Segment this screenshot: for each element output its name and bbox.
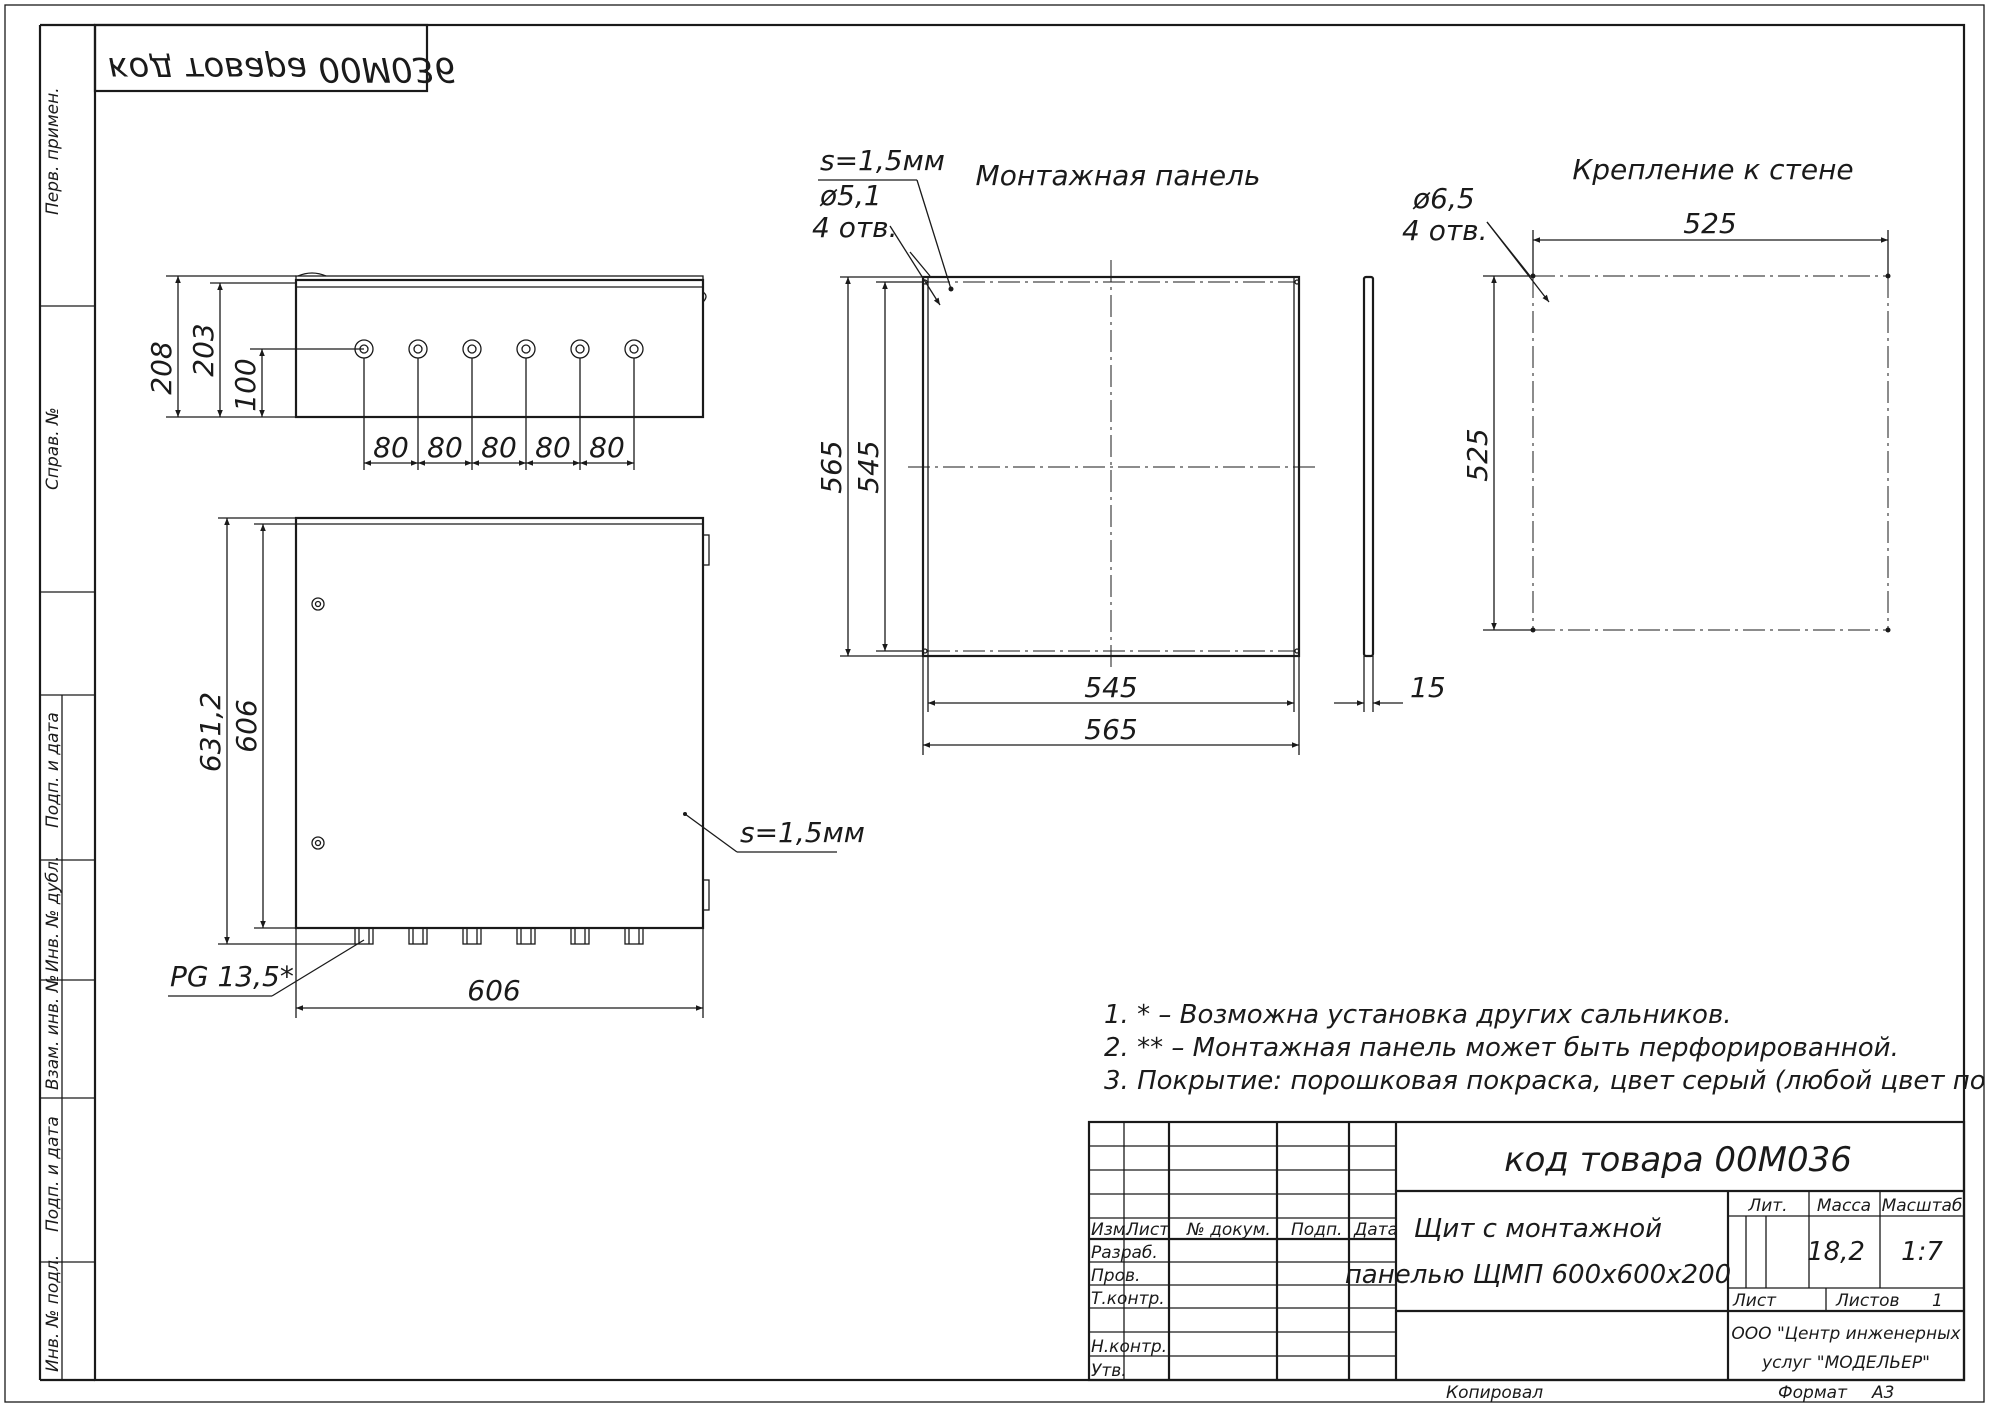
side-label-sign-date-1: Подп. и дата: [43, 712, 63, 828]
tb-name-line-1: Щит с монтажной: [1414, 1214, 1662, 1244]
tb-product-code: код товара 00М036: [1504, 1140, 1852, 1180]
side-label-first-use: Перв. примен.: [43, 87, 63, 215]
note-1: 1. * – Возможна установка других сальник…: [1104, 1000, 1732, 1030]
dim-panel-outer-width: 565: [1084, 713, 1137, 746]
side-label-sign-date-2: Подп. и дата: [43, 1116, 63, 1232]
side-view-glands: [354, 339, 644, 359]
tb-scale-label: Масштаб: [1882, 1196, 1963, 1216]
tb-role-developed: Разраб.: [1091, 1243, 1158, 1263]
dim-side-gland-height: 100: [229, 358, 262, 411]
dim-gland-spacing-5: 80: [589, 431, 625, 464]
title-block: Изм. Лист № докум. Подп. Дата Разраб. Пр…: [1087, 1120, 1966, 1382]
dim-panel-inner-height: 545: [852, 440, 885, 493]
tb-role-norm-control: Н.контр.: [1091, 1337, 1167, 1357]
dim-front-total-height: 631,2: [194, 692, 227, 772]
tb-scale-value: 1:7: [1901, 1237, 1943, 1267]
tb-role-approved: Утв.: [1091, 1361, 1127, 1381]
mounting-panel-view: Монтажная панель 15 565 545 5: [812, 144, 1446, 755]
format-value: А3: [1871, 1383, 1894, 1403]
copied-label: Копировал: [1446, 1383, 1543, 1403]
dim-side-body-height: 203: [187, 323, 220, 376]
dim-gland-spacing-1: 80: [373, 431, 409, 464]
dim-front-door-height: 606: [230, 699, 263, 752]
note-3: 3. Покрытие: порошковая покраска, цвет с…: [1104, 1066, 1989, 1096]
tb-name-line-2: панелью ЩМП 600х600х200: [1345, 1260, 1731, 1290]
side-strip-labels: Перв. примен. Справ. № Подп. и дата Инв.…: [43, 87, 63, 1372]
tb-company-line-2: услуг "МОДЕЛЬЕР": [1761, 1353, 1930, 1373]
sheet-frame: [4, 4, 1985, 1403]
mirrored-code-box: код товара 00М036: [93, 23, 456, 93]
wall-hole-diameter-label: ø6,5: [1412, 182, 1475, 215]
tb-header-date: Дата: [1353, 1220, 1398, 1240]
panel-thickness-label: s=1,5мм: [820, 144, 945, 177]
tb-mass-label: Масса: [1817, 1196, 1871, 1216]
tb-sheet-label: Лист: [1732, 1291, 1777, 1311]
mirrored-product-code: код товара 00М036: [108, 49, 456, 89]
tb-header-change: Изм.: [1091, 1220, 1131, 1240]
tb-header-signature: Подп.: [1291, 1220, 1342, 1240]
dim-gland-spacing-3: 80: [481, 431, 517, 464]
tb-sheets-value: 1: [1932, 1291, 1943, 1311]
dim-front-width: 606: [467, 974, 520, 1007]
dim-wall-height: 525: [1461, 428, 1494, 481]
front-view: 631,2 606 606 s=1,5мм PG 13,5*: [168, 516, 865, 1018]
wall-mount-title: Крепление к стене: [1572, 153, 1853, 186]
tb-role-tech-control: Т.контр.: [1091, 1289, 1165, 1309]
front-thickness-label: s=1,5мм: [740, 816, 865, 849]
side-view: 208 203 100 80 80 80 80 80: [145, 272, 707, 470]
gland-type-label: PG 13,5*: [170, 960, 294, 993]
mounting-panel-title: Монтажная панель: [976, 159, 1261, 192]
format-label: Формат: [1778, 1383, 1848, 1403]
dim-panel-outer-height: 565: [815, 440, 848, 493]
tb-header-sheet: Лист: [1125, 1220, 1170, 1240]
panel-hole-diameter-label: ø5,1: [819, 179, 882, 212]
tb-lit-label: Лит.: [1747, 1196, 1787, 1216]
tb-sheets-label: Листов: [1835, 1291, 1900, 1311]
front-view-glands: [354, 927, 644, 945]
dim-gland-spacing-4: 80: [535, 431, 571, 464]
dim-panel-side-thickness: 15: [1410, 671, 1446, 704]
tb-header-doc-no: № докум.: [1186, 1220, 1271, 1240]
wall-hole-count-label: 4 отв.: [1402, 214, 1488, 247]
side-label-reference: Справ. №: [43, 407, 63, 490]
dim-wall-width: 525: [1683, 207, 1736, 240]
side-label-replace-inv: Взам. инв. №: [43, 975, 63, 1090]
side-label-orig-inv: Инв. № подл.: [43, 1255, 63, 1372]
tb-company-line-1: ООО "Центр инженерных: [1731, 1324, 1961, 1344]
notes: 1. * – Возможна установка других сальник…: [1104, 1000, 1989, 1096]
panel-hole-count-label: 4 отв.: [812, 211, 898, 244]
note-2: 2. ** – Монтажная панель может быть перф…: [1104, 1033, 1899, 1063]
tb-role-checked: Пров.: [1091, 1266, 1140, 1286]
dim-gland-spacing-2: 80: [427, 431, 463, 464]
tb-mass-value: 18,2: [1807, 1237, 1865, 1267]
side-label-dup-inv: Инв. № дубл.: [43, 856, 63, 972]
dim-side-total-height: 208: [145, 341, 178, 394]
dim-panel-inner-width: 545: [1084, 671, 1137, 704]
wall-mount-view: Крепление к стене 525 525 ø6,5 4 отв.: [1402, 153, 1891, 633]
